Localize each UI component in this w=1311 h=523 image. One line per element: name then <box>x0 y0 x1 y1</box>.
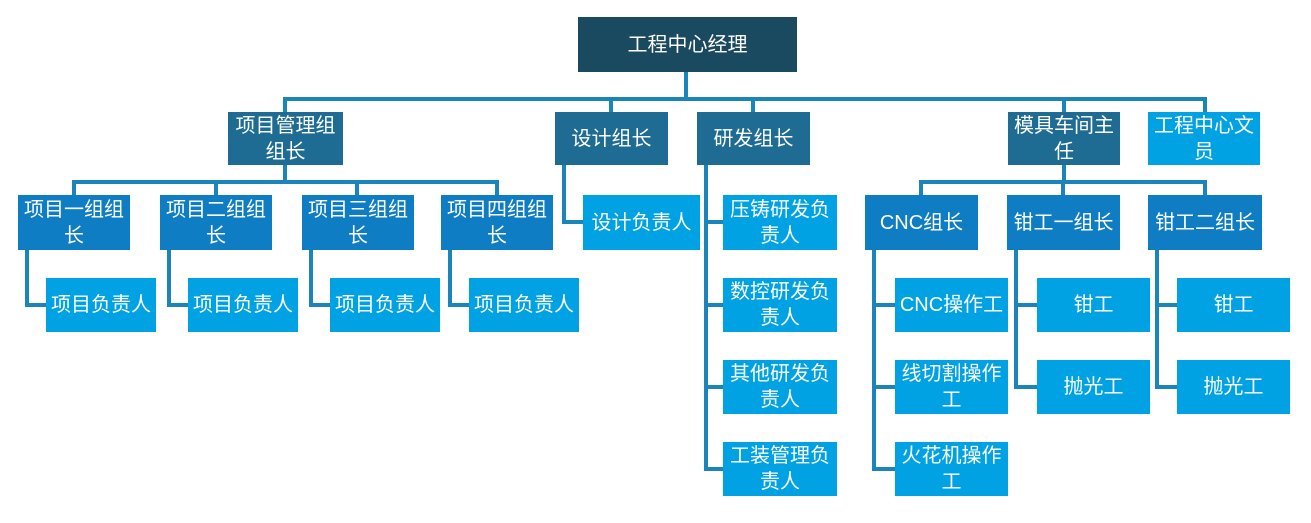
connector-level2-drop <box>1062 97 1066 112</box>
org-node-fitter-group1-leader: 钳工一组长 <box>1007 195 1120 250</box>
connector-projectgroups-rail <box>72 180 499 184</box>
connector-elbow-v <box>872 250 876 471</box>
connector-level2-drop <box>751 97 755 112</box>
org-node-project-lead-1: 项目负责人 <box>46 278 156 332</box>
connector-projectmgmt-stem <box>283 165 287 184</box>
org-node-rnd-other-lead: 其他研发负责人 <box>723 360 837 414</box>
org-node-center-clerk: 工程中心文员 <box>1148 112 1260 165</box>
org-node-edm-operator: 火花机操作工 <box>895 442 1008 496</box>
org-node-wire-cut-operator: 线切割操作工 <box>895 360 1008 414</box>
org-node-project-mgmt-leader: 项目管理组组长 <box>228 112 343 165</box>
org-node-rnd-leader: 研发组长 <box>697 112 810 165</box>
connector-projectgroup-drop <box>72 180 76 195</box>
connector-elbow-h <box>25 303 46 307</box>
org-node-rnd-die-casting-lead: 压铸研发负责人 <box>723 195 837 250</box>
connector-elbow-h <box>167 303 188 307</box>
connector-level2-drop <box>1203 97 1207 112</box>
connector-elbow-h <box>704 385 723 389</box>
org-node-project-group-3: 项目三组组长 <box>302 195 414 250</box>
connector-elbow-h <box>1155 385 1177 389</box>
connector-projectgroup-drop <box>355 180 359 195</box>
connector-projectgroup-drop <box>214 180 218 195</box>
org-node-project-lead-4: 项目负责人 <box>469 278 579 332</box>
connector-moldshop-stem <box>1062 165 1066 184</box>
connector-elbow-v <box>1155 250 1159 389</box>
org-node-project-lead-3: 项目负责人 <box>330 278 440 332</box>
connector-root-stem <box>684 72 688 101</box>
connector-elbow-v <box>25 250 29 307</box>
connector-elbow-v <box>309 250 313 307</box>
connector-elbow-h <box>872 385 895 389</box>
connector-elbow-h <box>1014 303 1037 307</box>
org-node-cnc-operator: CNC操作工 <box>895 278 1008 332</box>
connector-elbow-h <box>872 303 895 307</box>
connector-level2-drop <box>609 97 613 112</box>
connector-elbow-v <box>448 250 452 307</box>
connector-elbow-v <box>704 165 708 471</box>
org-node-design-lead: 设计负责人 <box>583 195 700 250</box>
connector-elbow-h <box>562 220 583 224</box>
org-node-design-leader: 设计组长 <box>555 112 668 165</box>
connector-level2-rail <box>283 97 1207 101</box>
connector-elbow-h <box>704 220 723 224</box>
org-node-project-group-1: 项目一组组长 <box>18 195 130 250</box>
connector-moldgroup-drop <box>919 180 923 195</box>
org-node-fitter-2: 钳工 <box>1177 278 1290 332</box>
connector-elbow-v <box>167 250 171 307</box>
org-node-mold-shop-director: 模具车间主任 <box>1008 112 1120 165</box>
connector-elbow-h <box>448 303 469 307</box>
org-node-project-group-2: 项目二组组长 <box>160 195 272 250</box>
org-node-project-lead-2: 项目负责人 <box>188 278 298 332</box>
connector-elbow-h <box>872 467 895 471</box>
org-node-polisher-2: 抛光工 <box>1177 360 1290 414</box>
connector-moldgroup-drop <box>1203 180 1207 195</box>
org-node-polisher-1: 抛光工 <box>1037 360 1150 414</box>
connector-elbow-h <box>704 303 723 307</box>
org-node-manager: 工程中心经理 <box>578 17 797 72</box>
connector-elbow-v <box>562 165 566 224</box>
connector-projectgroup-drop <box>495 180 499 195</box>
connector-elbow-h <box>704 467 723 471</box>
org-node-project-group-4: 项目四组组长 <box>441 195 553 250</box>
connector-elbow-h <box>309 303 330 307</box>
connector-elbow-h <box>1014 385 1037 389</box>
org-node-rnd-tooling-lead: 工装管理负责人 <box>723 442 837 496</box>
org-node-rnd-cnc-lead: 数控研发负责人 <box>723 278 837 332</box>
connector-moldgroup-drop <box>1061 180 1065 195</box>
org-node-fitter-group2-leader: 钳工二组长 <box>1148 195 1262 250</box>
connector-elbow-h <box>1155 303 1177 307</box>
org-node-cnc-leader: CNC组长 <box>865 195 978 250</box>
connector-elbow-v <box>1014 250 1018 389</box>
connector-level2-drop <box>283 97 287 112</box>
org-node-fitter-1: 钳工 <box>1037 278 1150 332</box>
